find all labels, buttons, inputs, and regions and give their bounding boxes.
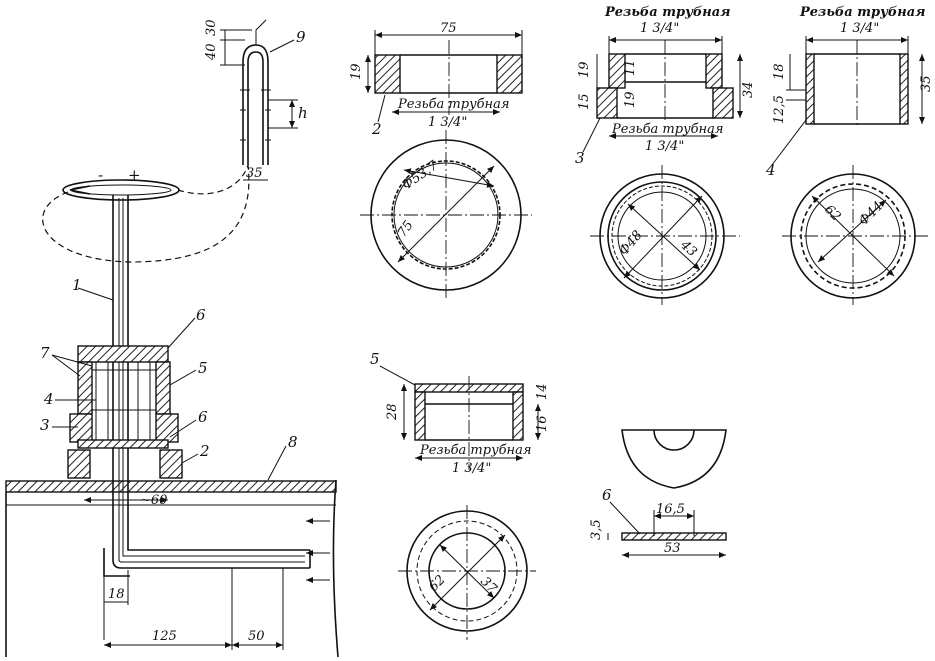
tank-wall-8 bbox=[5, 479, 339, 658]
part2-thread-label: Резьба трубная bbox=[397, 97, 509, 112]
part2-thread-size: 1 3/4" bbox=[428, 115, 467, 130]
part5-thread-size: 1 3/4" bbox=[452, 461, 491, 476]
terminal-minus: - bbox=[98, 166, 103, 184]
part3-h-total: 34 bbox=[741, 81, 756, 98]
part4-caption-size: 1 3/4" bbox=[840, 21, 879, 36]
dim-35: 35 bbox=[246, 166, 263, 181]
part-6-drawing: 16,5 53 3,5 6 bbox=[589, 429, 727, 558]
label-part-4: 4 bbox=[43, 390, 54, 408]
part4-dia-a: 62 bbox=[821, 202, 843, 224]
part2-dia-inner: 75 bbox=[395, 218, 417, 240]
part-5-drawing: 5 28 16 14 Резьба трубная 1 3/4" 62 37 bbox=[370, 350, 550, 640]
part5-h-right: 16 bbox=[535, 415, 550, 432]
dim-50: 50 bbox=[248, 629, 265, 644]
label-part-8: 8 bbox=[288, 433, 298, 451]
part3-caption-size: 1 3/4" bbox=[640, 21, 679, 36]
label-part-2: 2 bbox=[199, 442, 210, 460]
dim-18: 18 bbox=[108, 587, 125, 602]
part3-h-inner: 11 bbox=[623, 59, 638, 76]
part3-dia-b: 43 bbox=[677, 237, 700, 260]
sensor-head bbox=[62, 179, 180, 201]
part5-thread-label: Резьба трубная bbox=[419, 443, 531, 458]
thermocouple-9 bbox=[240, 19, 271, 165]
label-part4: 4 bbox=[765, 161, 776, 179]
label-part-1: 1 bbox=[72, 276, 82, 294]
part6-slot: 16,5 bbox=[656, 502, 685, 517]
part6-width: 53 bbox=[664, 541, 681, 556]
assembly-view: - + 40 30 h 35 bbox=[5, 19, 339, 658]
part5-h-top: 14 bbox=[535, 383, 550, 400]
tube-1 bbox=[103, 195, 311, 577]
label-part-6-mid: 6 bbox=[198, 408, 208, 426]
part3-thread-label: Резьба трубная bbox=[611, 122, 723, 137]
label-part6: 6 bbox=[602, 486, 612, 504]
part3-thread-size: 1 3/4" bbox=[645, 139, 684, 154]
part6-thick: 3,5 bbox=[589, 519, 604, 540]
connection-wires bbox=[42, 164, 250, 263]
part-4-drawing: Резьба трубная 1 3/4" 18 12,5 35 4 62 Ф4… bbox=[765, 5, 934, 305]
label-part3: 3 bbox=[575, 149, 585, 167]
part3-h-inner2: 19 bbox=[623, 91, 638, 108]
dim-60: ~60 bbox=[140, 493, 167, 508]
part4-h-lower: 12,5 bbox=[772, 95, 787, 124]
dim-30: 30 bbox=[204, 19, 219, 36]
label-part2: 2 bbox=[371, 120, 382, 138]
part3-dia-a: Ф48 bbox=[617, 228, 646, 259]
label-part-6-top: 6 bbox=[196, 306, 206, 324]
dim-40: 40 bbox=[204, 43, 219, 61]
label-part-5: 5 bbox=[198, 359, 208, 377]
part-3-drawing: Резьба трубная 1 3/4" 19 15 11 19 34 Рез… bbox=[575, 5, 756, 305]
part5-h-total: 28 bbox=[385, 403, 400, 421]
label-part-9: 9 bbox=[296, 28, 306, 46]
part2-height: 19 bbox=[349, 63, 364, 80]
part3-h-upper: 19 bbox=[577, 61, 592, 78]
part2-width: 75 bbox=[440, 21, 457, 36]
part4-h-upper: 18 bbox=[772, 63, 787, 80]
label-part-7: 7 bbox=[40, 344, 50, 362]
part4-caption: Резьба трубная bbox=[799, 5, 926, 20]
part4-h-right: 35 bbox=[919, 75, 934, 92]
dim-125: 125 bbox=[152, 629, 177, 644]
label-part5: 5 bbox=[370, 350, 380, 368]
dim-h: h bbox=[298, 104, 308, 122]
part3-h-lower: 15 bbox=[577, 93, 592, 110]
part-2-drawing: 75 19 Резьба трубная 1 3/4" 2 Ф53,7 75 bbox=[349, 21, 532, 300]
part3-caption: Резьба трубная bbox=[604, 5, 731, 20]
fitting-stack bbox=[67, 345, 183, 479]
label-part-3: 3 bbox=[40, 416, 50, 434]
terminal-plus: + bbox=[128, 166, 141, 184]
